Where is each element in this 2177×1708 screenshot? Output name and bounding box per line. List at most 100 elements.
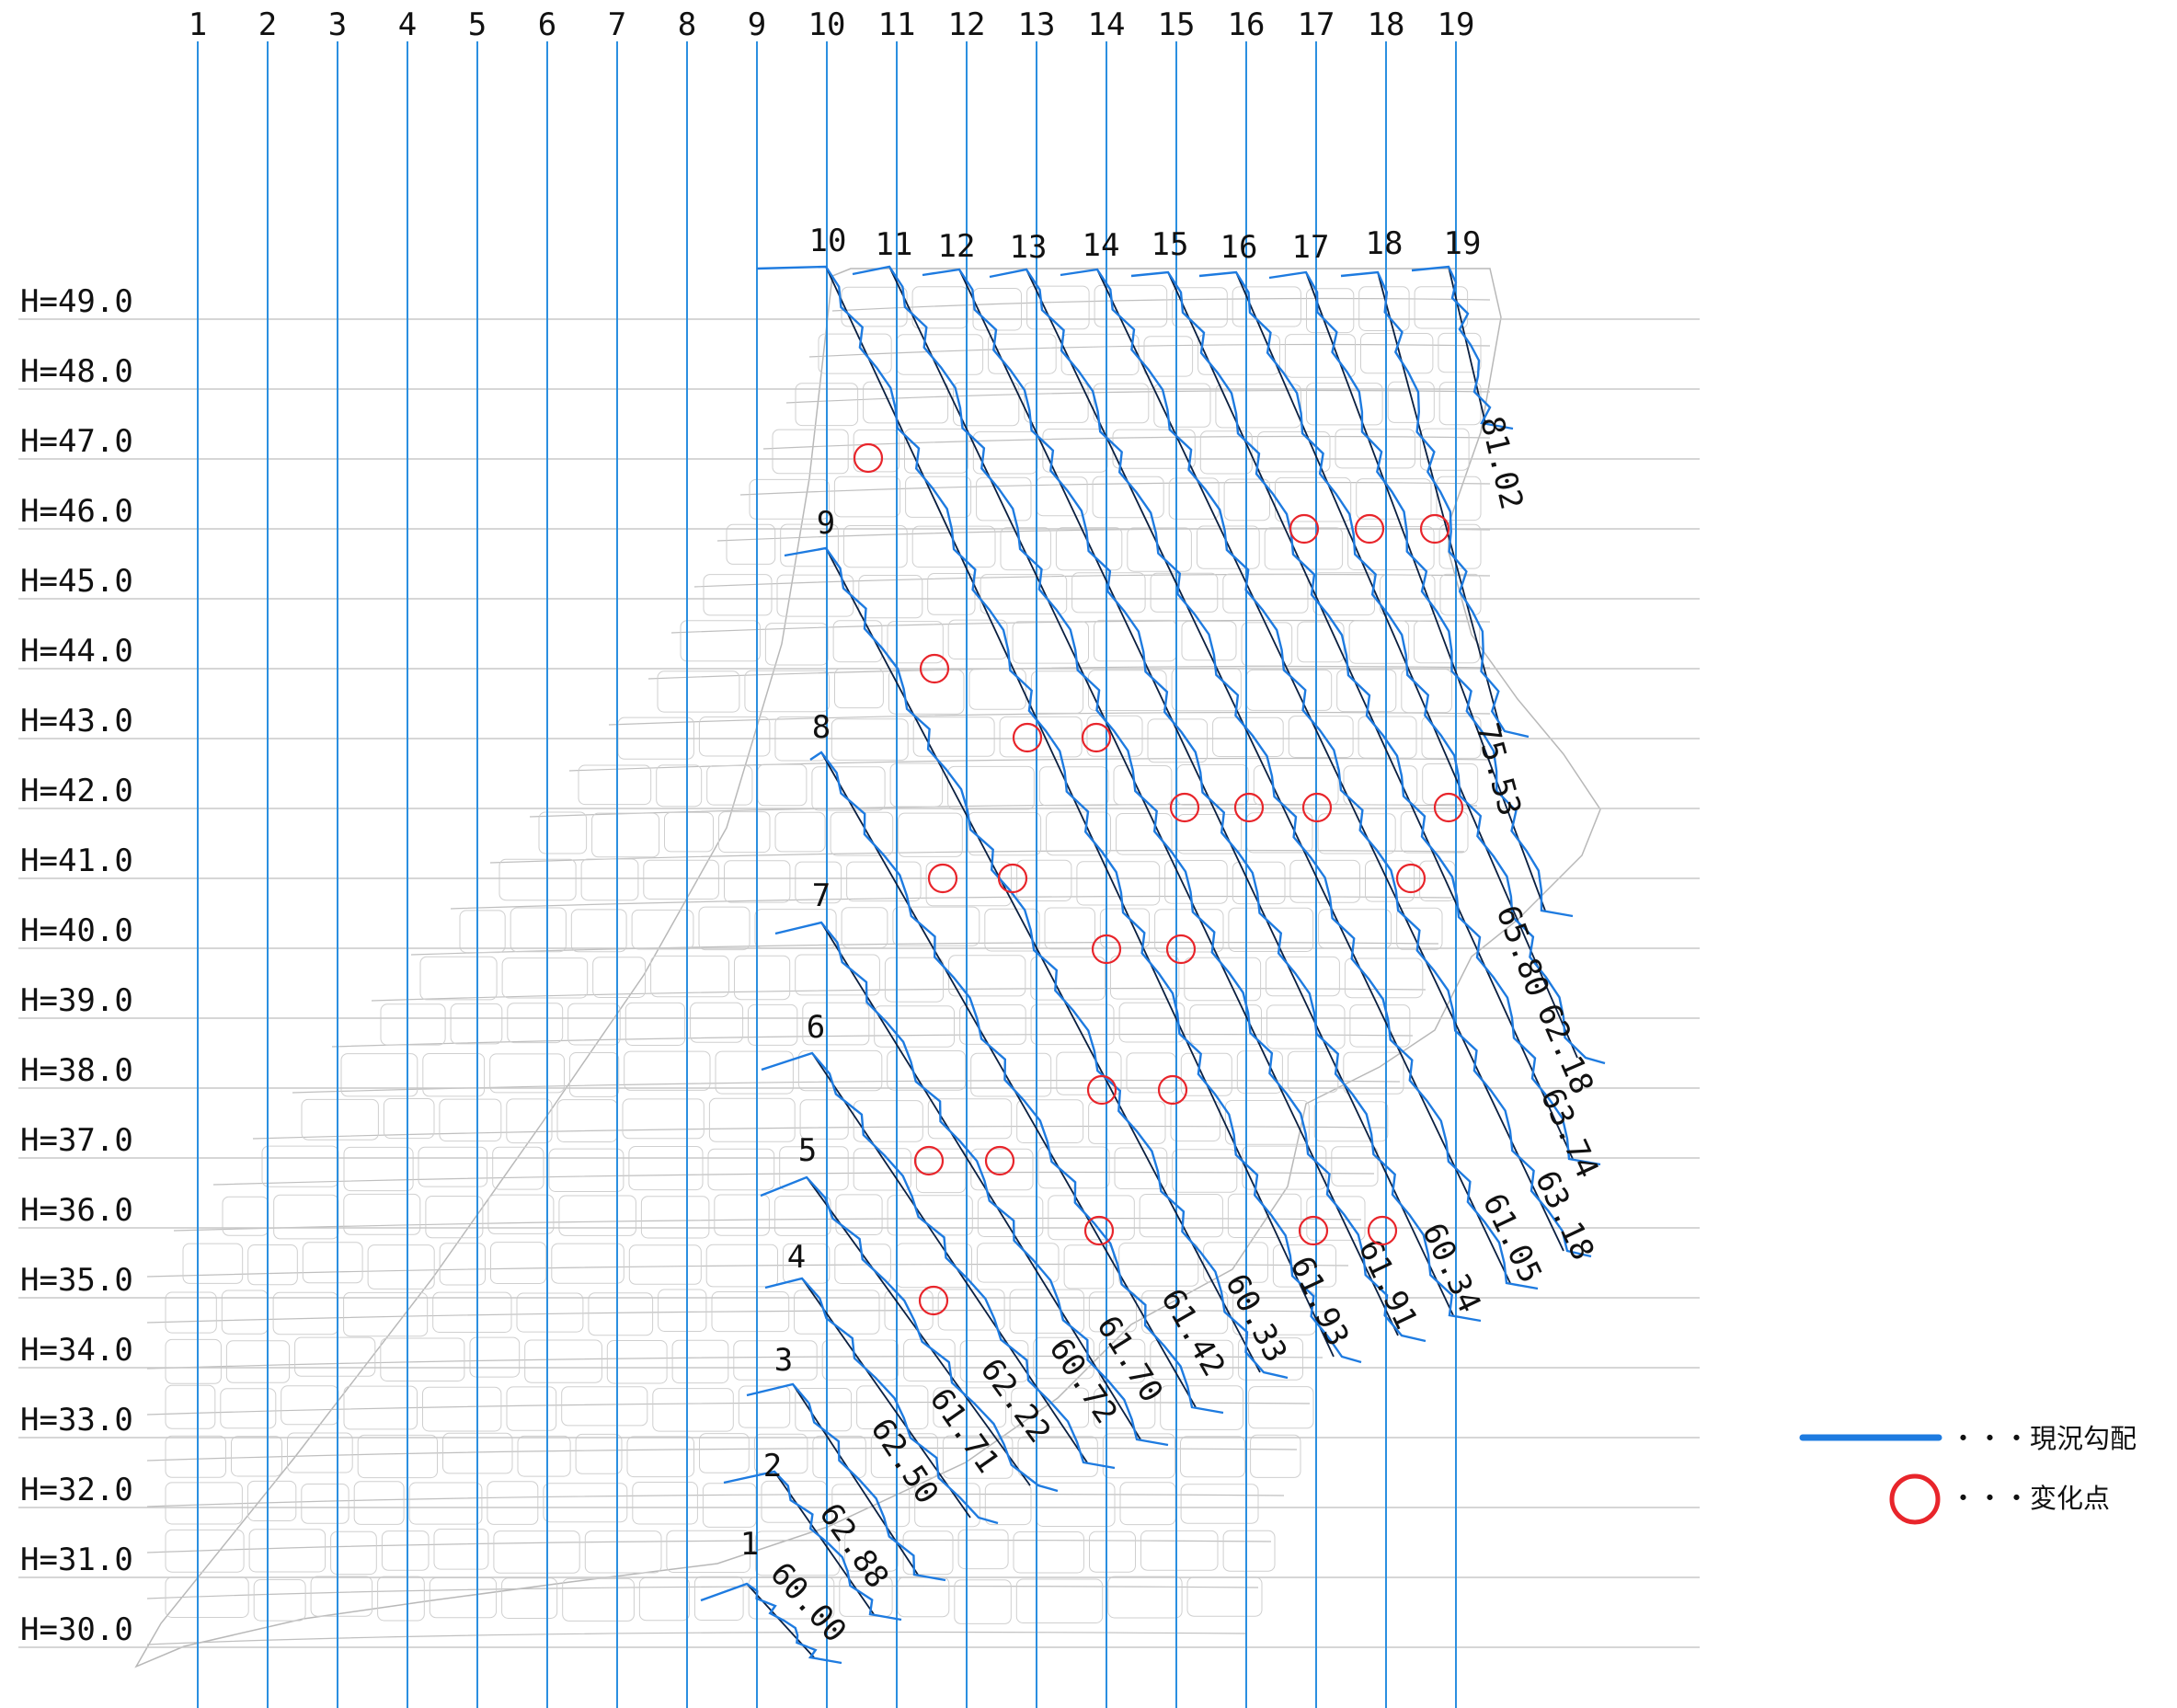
stone-course <box>173 1217 1362 1232</box>
stone-block <box>507 1003 564 1044</box>
stone-block <box>911 286 968 329</box>
stone-course <box>146 1539 1272 1553</box>
elevation-label: H=40.0 <box>20 912 133 949</box>
stone-block <box>302 1242 363 1284</box>
stone-block <box>222 1196 269 1236</box>
stone-block <box>310 1576 373 1617</box>
stone-block <box>1313 1101 1389 1142</box>
stone-block <box>490 1242 547 1284</box>
stone-block <box>887 621 944 664</box>
stone-block <box>1092 476 1164 519</box>
stone-block <box>580 858 639 901</box>
stone-block <box>977 1196 1044 1238</box>
stone-block <box>624 1050 711 1091</box>
stone-block <box>698 906 750 951</box>
stone-block <box>898 812 963 857</box>
elevation-label: H=33.0 <box>20 1402 133 1439</box>
stone-block <box>1127 527 1192 572</box>
stone-block <box>231 1436 282 1477</box>
column-label: 9 <box>748 6 766 43</box>
stone-block <box>984 908 1040 952</box>
stone-block <box>853 429 900 473</box>
stone-block <box>1030 1003 1115 1046</box>
column-label: 6 <box>538 6 556 43</box>
stone-block <box>1012 621 1089 664</box>
stone-block <box>749 478 830 520</box>
elevation-label: H=32.0 <box>20 1472 133 1508</box>
stone-block <box>343 1291 429 1337</box>
stone-block <box>927 1098 1013 1140</box>
stone-block <box>753 1433 808 1474</box>
stone-block <box>165 1529 245 1573</box>
stone-block <box>652 1388 734 1432</box>
stone-block <box>220 1388 277 1429</box>
change-point-circle <box>1395 863 1427 894</box>
stone-block <box>884 957 945 1003</box>
stone-block <box>715 1050 794 1095</box>
stone-block <box>657 671 740 713</box>
change-point-circle <box>1298 1215 1329 1246</box>
elevation-label: H=35.0 <box>20 1262 133 1299</box>
design-slope-line <box>1096 269 1564 1252</box>
current-slope-profile <box>700 1582 842 1665</box>
stone-block <box>570 909 627 953</box>
stone-block <box>506 1098 553 1144</box>
stone-block <box>624 1002 686 1047</box>
change-point-circle <box>1169 792 1200 823</box>
stone-block <box>1306 383 1383 426</box>
stone-block <box>833 476 901 518</box>
stone-block <box>870 1433 938 1478</box>
stone-block <box>744 670 831 713</box>
stone-block <box>711 1291 790 1333</box>
current-slope-profile <box>1340 270 1530 739</box>
stone-block <box>831 1484 911 1528</box>
slope-angle-label: 62.50 <box>863 1412 945 1511</box>
slope-angle-label: 62.18 <box>1530 999 1600 1100</box>
stone-block <box>1063 1244 1115 1290</box>
stone-block <box>632 1482 698 1525</box>
stone-block <box>650 955 729 998</box>
stone-block <box>343 1193 421 1235</box>
stone-block <box>1287 1050 1339 1094</box>
stone-block <box>1016 859 1072 902</box>
stone-block <box>1343 1051 1404 1095</box>
stone-block <box>1150 1339 1234 1381</box>
stone-block <box>487 1194 555 1234</box>
stone-block <box>948 955 1026 997</box>
stone-block <box>853 1100 923 1142</box>
stone-block <box>1086 715 1143 757</box>
stone-block <box>942 1435 1014 1479</box>
stone-block <box>693 1576 744 1621</box>
stone-block <box>1256 431 1331 473</box>
stone-block <box>1094 284 1168 327</box>
stone-block <box>493 1530 580 1574</box>
stone-block <box>429 1577 498 1619</box>
stone-course <box>146 1263 1349 1278</box>
section-label: 2 <box>763 1448 782 1484</box>
stone-block <box>558 1195 636 1236</box>
stone-block <box>1015 1578 1104 1623</box>
stone-block <box>1356 478 1432 520</box>
stone-block <box>1143 336 1194 377</box>
stone-block <box>357 1434 439 1479</box>
stone-block <box>733 1340 818 1381</box>
section-label: 6 <box>807 1009 825 1046</box>
stone-course <box>146 1631 1246 1645</box>
change-point-circle <box>918 1285 949 1316</box>
stone-block <box>510 907 567 953</box>
column-label: 8 <box>678 6 696 43</box>
stone-block <box>887 1050 967 1091</box>
design-slope-line <box>825 266 1335 1358</box>
stone-block <box>1030 956 1106 1001</box>
stone-block <box>1253 764 1339 806</box>
stone-block <box>1365 860 1415 902</box>
stone-block <box>664 811 714 853</box>
change-point-circle <box>1367 1215 1398 1246</box>
stone-block <box>1118 1243 1199 1287</box>
stone-block <box>1030 671 1084 714</box>
stone-block <box>568 1052 620 1097</box>
change-point-circle <box>1233 792 1265 823</box>
stone-block <box>1335 429 1415 469</box>
stone-block <box>671 1339 729 1384</box>
stone-block <box>1422 763 1479 805</box>
